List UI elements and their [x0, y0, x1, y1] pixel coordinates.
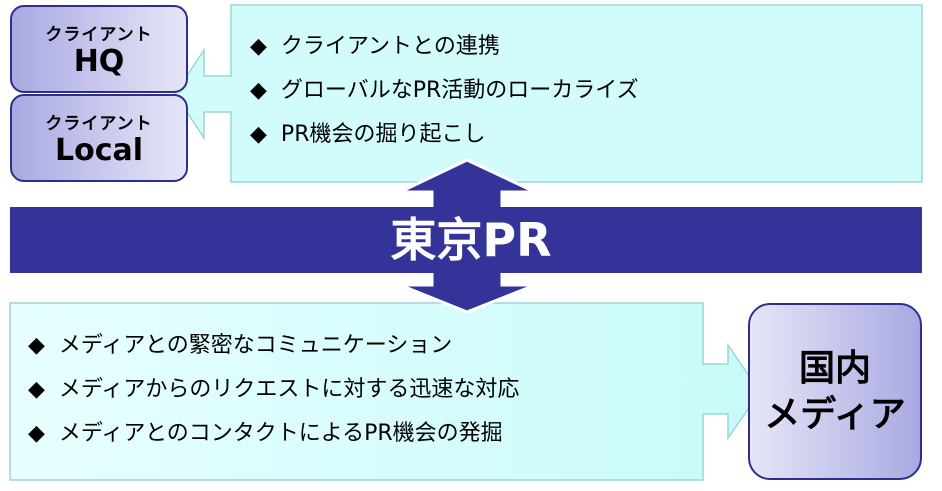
list-item: ◆ メディアとのコンタクトによるPR機会の発掘 [28, 412, 519, 456]
list-item: ◆ メディアとの緊密なコミュニケーション [28, 324, 519, 368]
list-item: ◆ メディアからのリクエストに対する迅速な対応 [28, 368, 519, 412]
media-box-line2: メディア [764, 393, 906, 435]
item-text: PR機会の掘り起こし [280, 122, 486, 147]
item-text: グローバルなPR活動のローカライズ [280, 78, 639, 103]
top-callout-arrow-left [174, 4, 923, 183]
client-hq-label: クライアント [45, 24, 153, 45]
item-text: メディアとのコンタクトによるPR機会の発掘 [58, 421, 503, 446]
item-text: クライアントとの連携 [280, 34, 500, 59]
diamond-bullet-icon: ◆ [250, 34, 267, 59]
diamond-bullet-icon: ◆ [250, 122, 267, 147]
bottom-callout-arrow-right [9, 302, 761, 481]
media-box-line1: 国内 [798, 347, 871, 389]
diamond-bullet-icon: ◆ [28, 377, 45, 402]
diamond-bullet-icon: ◆ [28, 421, 45, 446]
item-text: メディアとの緊密なコミュニケーション [58, 333, 453, 358]
diamond-bullet-icon: ◆ [250, 78, 267, 103]
client-local-label: クライアント [45, 113, 153, 134]
client-hq-box: クライアント HQ [10, 5, 188, 93]
item-text: メディアからのリクエストに対する迅速な対応 [58, 377, 520, 402]
list-item: ◆ クライアントとの連携 [250, 25, 639, 69]
domestic-media-box: 国内 メディア [748, 303, 922, 480]
client-local-name: Local [54, 132, 144, 168]
media-activities-list: ◆ メディアとの緊密なコミュニケーション ◆ メディアからのリクエストに対する迅速な… [28, 324, 519, 456]
list-item: ◆ PR機会の掘り起こし [250, 113, 639, 157]
center-title: 東京PR [390, 213, 552, 267]
list-item: ◆ グローバルなPR活動のローカライズ [250, 69, 639, 113]
client-local-box: クライアント Local [10, 94, 188, 182]
client-activities-list: ◆ クライアントとの連携 ◆ グローバルなPR活動のローカライズ ◆ PR機会の掘り起… [250, 25, 639, 157]
diamond-bullet-icon: ◆ [28, 333, 45, 358]
client-hq-name: HQ [73, 43, 125, 79]
